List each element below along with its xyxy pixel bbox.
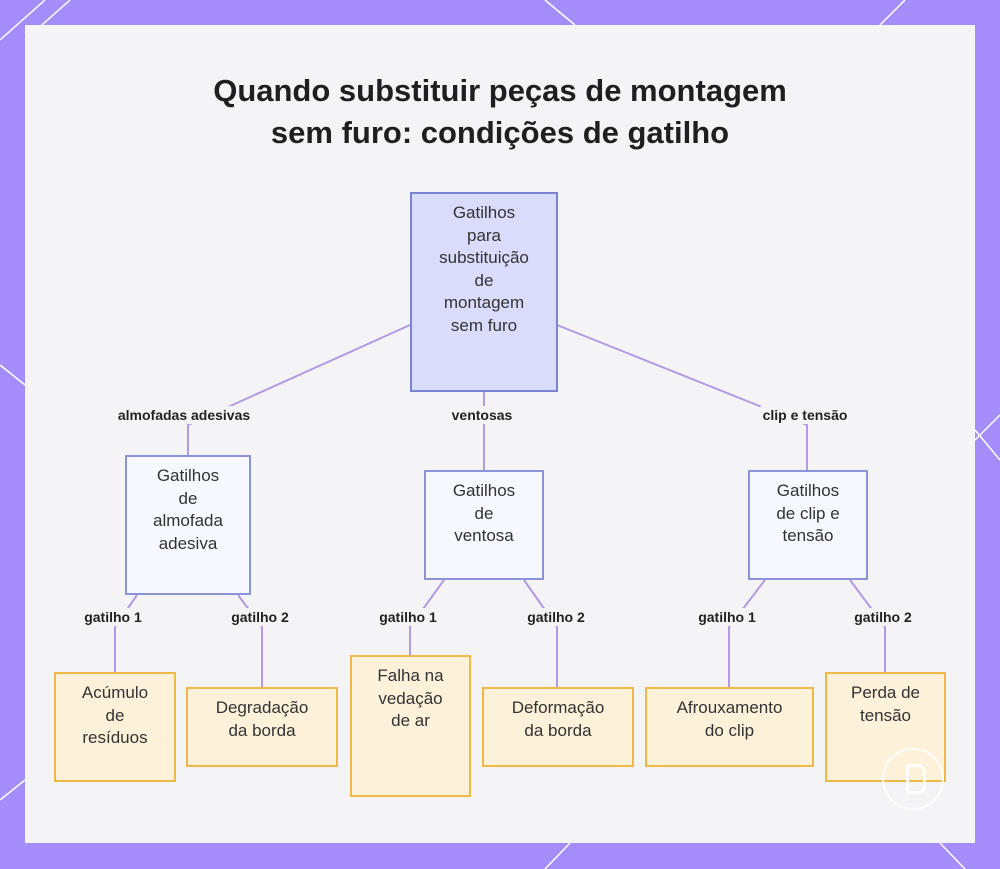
edge-label-adhesive-trigger-2: gatilho 2 xyxy=(229,608,291,626)
leaf-air-seal: Falha na vedação de ar xyxy=(350,655,471,797)
edge-label-suction-trigger-1: gatilho 1 xyxy=(377,608,439,626)
node-root: Gatilhos para substituição de montagem s… xyxy=(410,192,558,392)
edge-suction-edge xyxy=(524,580,557,688)
edge-label-adhesive: almofadas adesivas xyxy=(116,406,252,424)
node-clip-triggers: Gatilhos de clip e tensão xyxy=(748,470,868,580)
leaf-residue: Acúmulo de resíduos xyxy=(54,672,176,782)
leaf-edge-degradation: Degradação da borda xyxy=(186,687,338,767)
edge-label-clip-trigger-1: gatilho 1 xyxy=(696,608,758,626)
edge-clip-tension xyxy=(850,580,885,673)
edge-adhesive-residue xyxy=(115,595,137,673)
leaf-edge-deformation: Deformação da borda xyxy=(482,687,634,767)
edge-label-clip-trigger-2: gatilho 2 xyxy=(852,608,914,626)
watermark-logo-icon xyxy=(882,748,944,810)
edge-clip-loosening xyxy=(729,580,765,688)
node-suction-triggers: Gatilhos de ventosa xyxy=(424,470,544,580)
edge-label-suction-trigger-2: gatilho 2 xyxy=(525,608,587,626)
edge-root-clip xyxy=(557,325,807,470)
edge-label-clip: clip e tensão xyxy=(761,406,850,424)
edge-label-adhesive-trigger-1: gatilho 1 xyxy=(82,608,144,626)
leaf-clip-loosening: Afrouxamento do clip xyxy=(645,687,814,767)
edge-label-suction: ventosas xyxy=(450,406,515,424)
edge-root-adhesive xyxy=(188,325,410,456)
node-adhesive-triggers: Gatilhos de almofada adesiva xyxy=(125,455,251,595)
